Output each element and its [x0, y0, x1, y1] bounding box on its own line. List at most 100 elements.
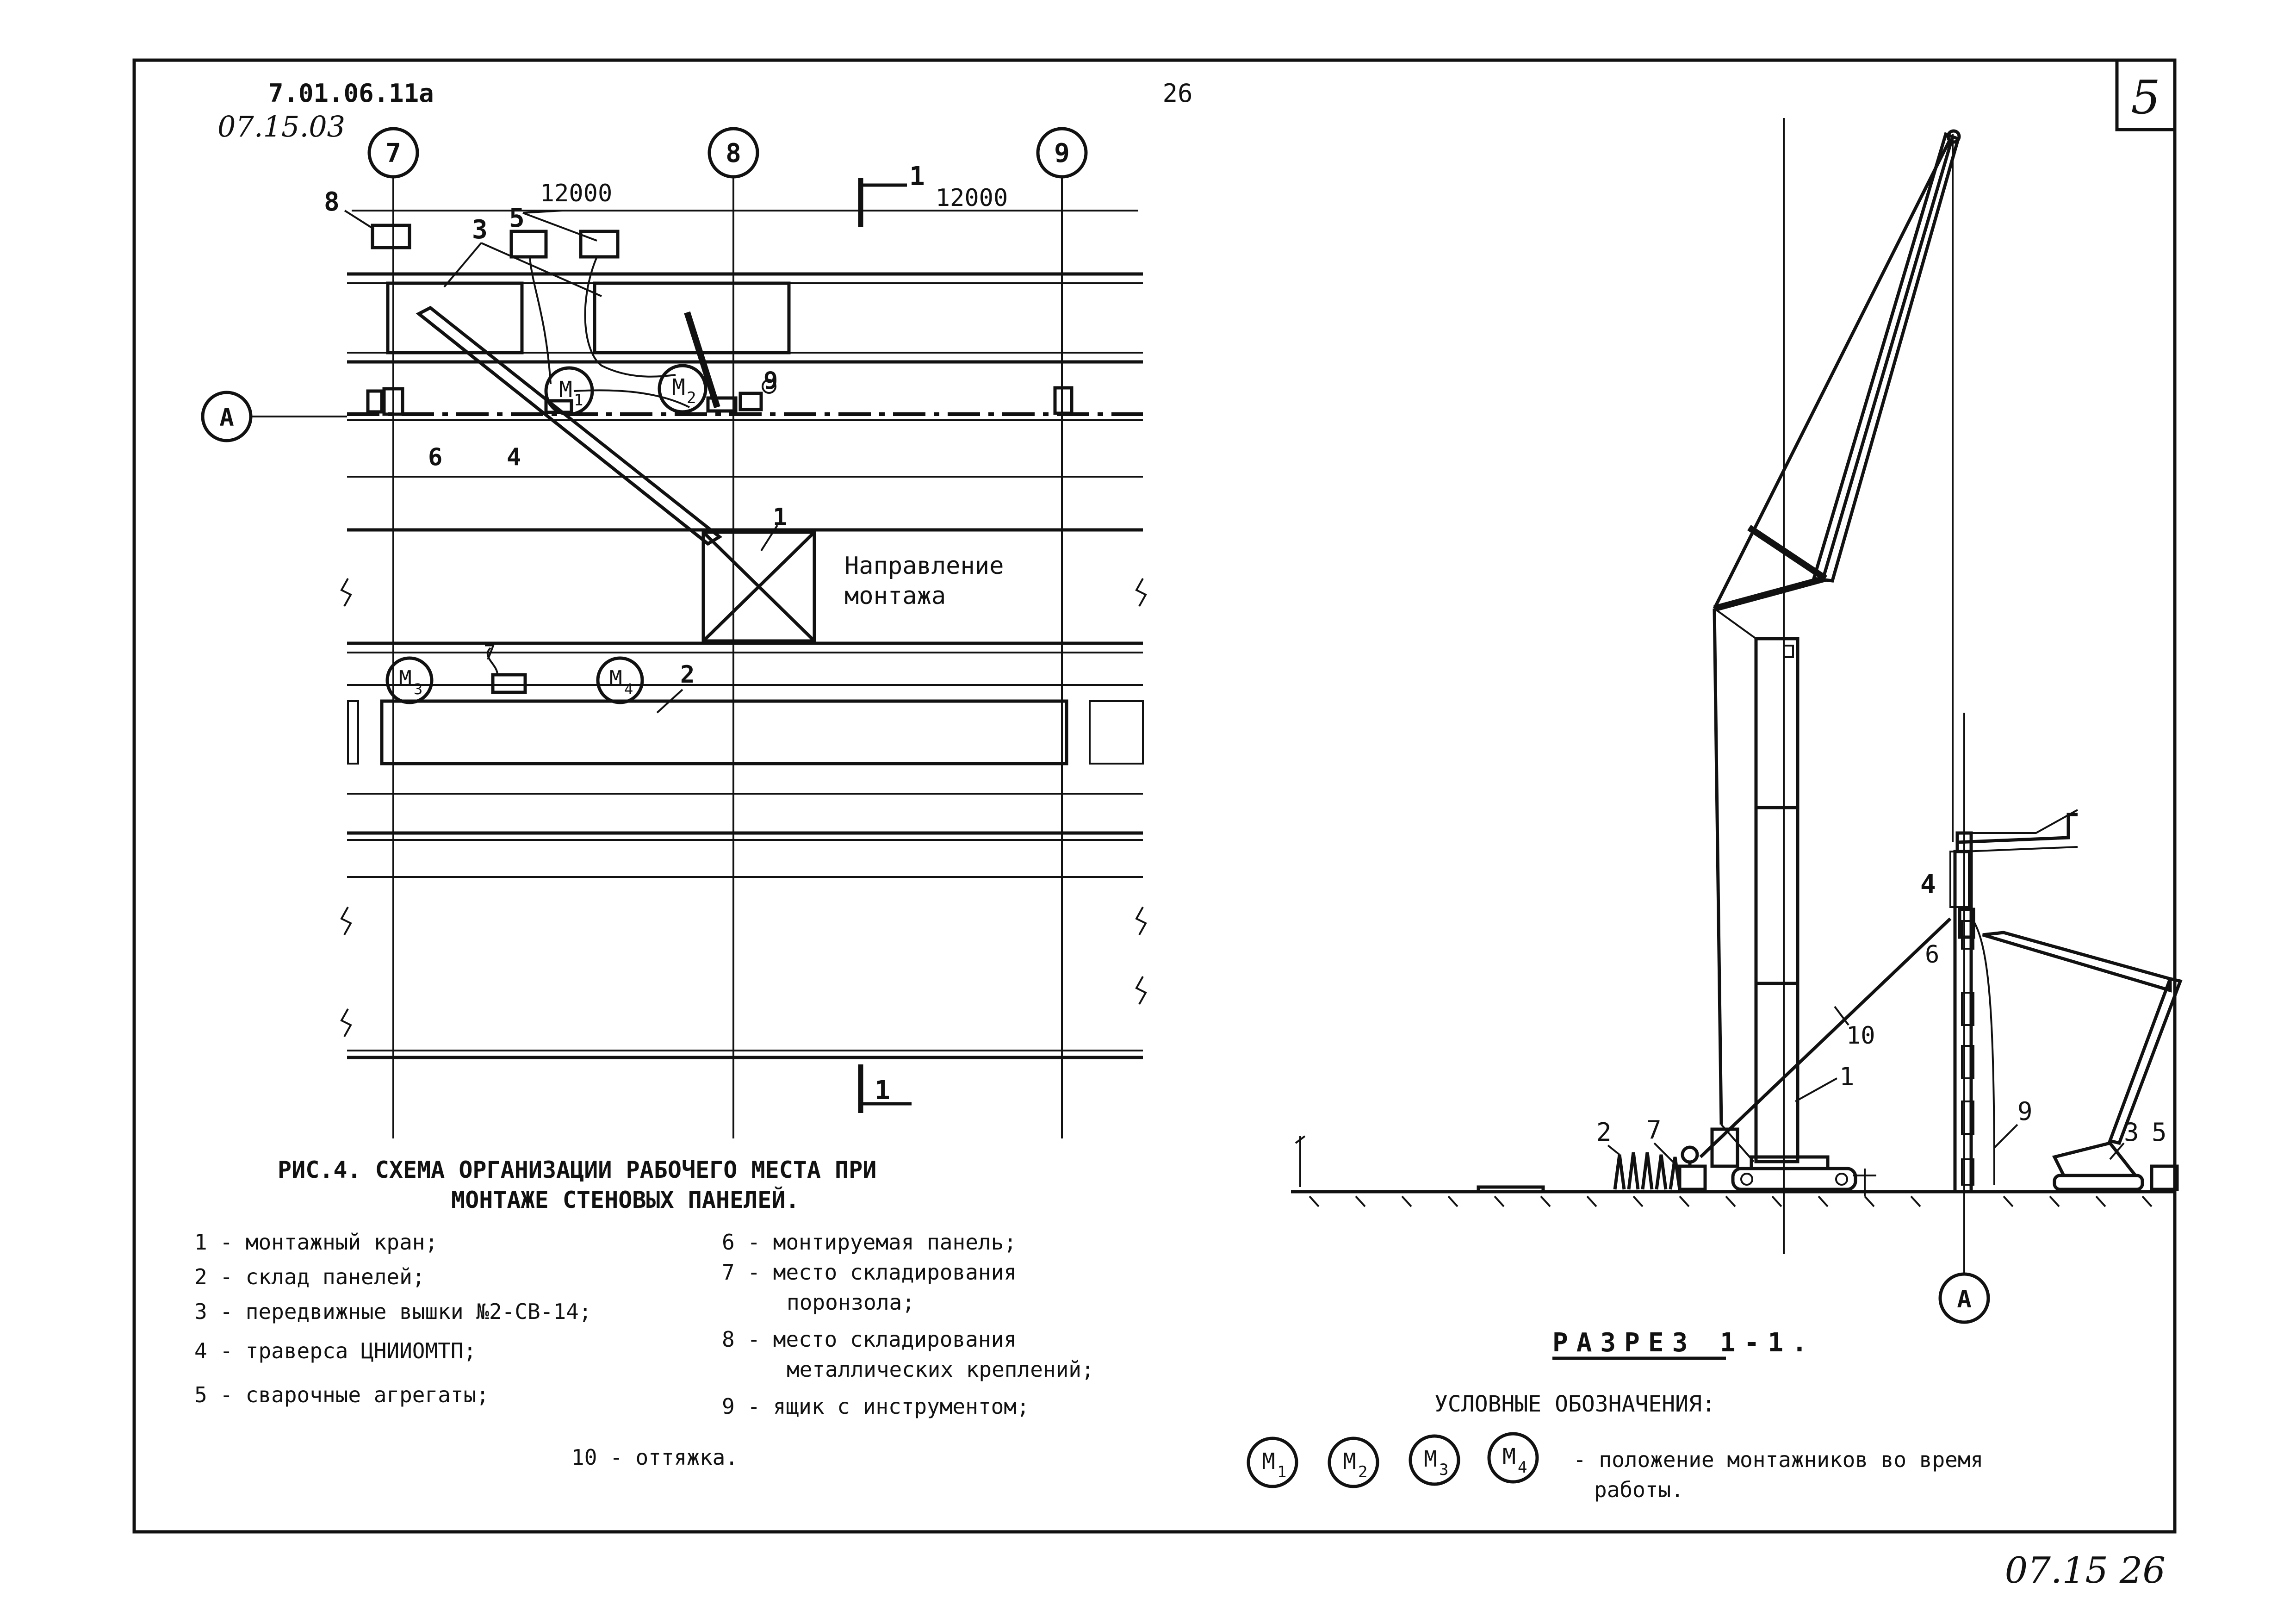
sheet-number: 5	[2131, 70, 2160, 124]
panel-storage-right	[1089, 700, 1144, 765]
section-callout-3: 3	[2124, 1118, 2139, 1147]
svg-text:1: 1	[875, 1076, 890, 1106]
legend-item-7-cont: поронзола;	[787, 1290, 915, 1315]
plan-callout-3: 3	[472, 215, 488, 245]
leader-s9	[1993, 1124, 2018, 1149]
svg-text:М: М	[1262, 1449, 1275, 1474]
svg-text:A: A	[1957, 1286, 1971, 1313]
plan-callout-5: 5	[509, 203, 525, 233]
plan-worker-m3: М 3	[385, 656, 434, 704]
footer-handwritten: 07.15 26	[2005, 1550, 2166, 1592]
plan-callout-4: 4	[507, 443, 521, 471]
svg-text:М: М	[1502, 1444, 1516, 1470]
ground-break-left	[1295, 1135, 1306, 1187]
porous-storage-7	[491, 673, 527, 694]
svg-text:7: 7	[385, 138, 401, 168]
legend-item-2: 2 - склад панелей;	[194, 1264, 425, 1289]
axis-marker-8: 8	[707, 127, 759, 179]
break-marks-right	[1135, 578, 1147, 1005]
svg-text:8: 8	[726, 138, 741, 168]
leader-5	[522, 210, 563, 214]
figure-title-line2: МОНТАЖЕ СТЕНОВЫХ ПАНЕЛЕЙ.	[451, 1186, 800, 1213]
direction-label-line2: монтажа	[844, 582, 946, 610]
legend-item-7: 7 - место складирования	[722, 1260, 1017, 1285]
leader-s7	[1653, 1142, 1681, 1169]
sheet-number-box	[2115, 58, 2177, 131]
symbols-title: УСЛОВНЫЕ ОБОЗНАЧЕНИЯ:	[1434, 1391, 1715, 1417]
section-axis-marker-a: A	[1938, 1272, 1990, 1324]
svg-text:М: М	[559, 377, 572, 403]
legend-item-4: 4 - траверса ЦНИИОМТП;	[194, 1338, 476, 1363]
leader-3b	[481, 242, 602, 297]
plan-worker-m1: М 1	[544, 366, 594, 416]
plan-worker-m4: М 4	[596, 656, 644, 704]
direction-label-line1: Направление	[844, 552, 1004, 580]
svg-text:М: М	[672, 374, 685, 400]
symbol-worker-m1: М 1	[1247, 1436, 1298, 1488]
crane-jib-near-8	[684, 311, 720, 409]
plan-callout-1: 1	[773, 504, 787, 531]
tower-base-9	[1053, 386, 1074, 415]
svg-text:3: 3	[414, 680, 422, 698]
legend-item-5: 5 - сварочные агрегаты;	[194, 1382, 489, 1407]
section-callout-4: 4	[1920, 870, 1936, 900]
dimension-12000-right: 12000	[936, 184, 1008, 212]
legend-item-8: 8 - место складирования	[722, 1327, 1017, 1352]
legend-item-10: 10 - оттяжка.	[571, 1445, 738, 1470]
svg-text:1: 1	[574, 391, 583, 410]
svg-text:2: 2	[1358, 1463, 1367, 1481]
crane-boom	[1812, 129, 1961, 583]
axis-marker-a: A	[201, 391, 347, 442]
ground-break-mid	[1853, 1169, 1876, 1196]
section-callout-9: 9	[2017, 1097, 2033, 1126]
page-number: 26	[1162, 79, 1192, 108]
svg-text:3: 3	[1439, 1461, 1448, 1479]
crane-boom-plan	[416, 305, 723, 546]
legend-item-1: 1 - монтажный кран;	[194, 1230, 438, 1255]
leader-8	[344, 210, 375, 230]
welding-unit-a	[509, 230, 548, 259]
symbols-description-line2: работы.	[1594, 1477, 1684, 1502]
leader-1	[760, 524, 778, 552]
section-callout-2: 2	[1596, 1118, 1612, 1147]
section-callout-7: 7	[1646, 1115, 1662, 1144]
platform-m1	[544, 399, 573, 414]
plan-view: 7 8 9 12000 12000 1	[201, 127, 1147, 1138]
section-view: 1 2 3 4 5 6 7 9 10 A	[1291, 118, 2183, 1324]
building-frame	[1949, 809, 2078, 1194]
ground-slab	[1477, 1185, 1545, 1194]
svg-text:М: М	[609, 666, 622, 691]
svg-text:4: 4	[1518, 1458, 1527, 1477]
metal-storage-8	[371, 224, 411, 249]
tool-box-9	[738, 392, 763, 411]
tool-box-handle	[762, 379, 776, 394]
plan-callout-8: 8	[324, 187, 340, 217]
svg-text:4: 4	[624, 680, 633, 698]
legend-item-6: 6 - монтируемая панель;	[722, 1230, 1017, 1255]
axis-marker-7: 7	[367, 127, 419, 179]
legend-right: 6 - монтируемая панель; 7 - место склади…	[722, 1230, 1094, 1419]
svg-text:A: A	[219, 404, 234, 432]
plan-callout-2: 2	[680, 661, 695, 689]
svg-text:9: 9	[1054, 138, 1070, 168]
section-callout-6: 6	[1925, 941, 1939, 969]
section-callout-1: 1	[1839, 1062, 1855, 1091]
welding-unit-b	[579, 230, 620, 259]
leader-5b	[522, 212, 597, 242]
leader-s1	[1795, 1077, 1837, 1102]
panel-stack-section	[1613, 1145, 1707, 1191]
symbol-worker-m3: М 3	[1409, 1434, 1460, 1486]
leader-7	[486, 647, 498, 675]
plan-callout-9: 9	[763, 367, 778, 395]
leader-s2	[1607, 1144, 1620, 1156]
drawing-frame	[132, 58, 2177, 1534]
symbol-worker-m4: М 4	[1487, 1432, 1539, 1484]
section-marker-bottom: 1	[858, 1064, 912, 1113]
crane-tower	[1754, 637, 1800, 1163]
document-code: 7.01.06.11a	[268, 79, 434, 108]
handwritten-code: 07.15.03	[217, 110, 345, 143]
symbol-worker-m2: М 2	[1328, 1436, 1379, 1488]
welding-cable	[529, 256, 552, 385]
welding-cable	[573, 389, 690, 408]
crane-foot-near-8	[706, 396, 738, 413]
